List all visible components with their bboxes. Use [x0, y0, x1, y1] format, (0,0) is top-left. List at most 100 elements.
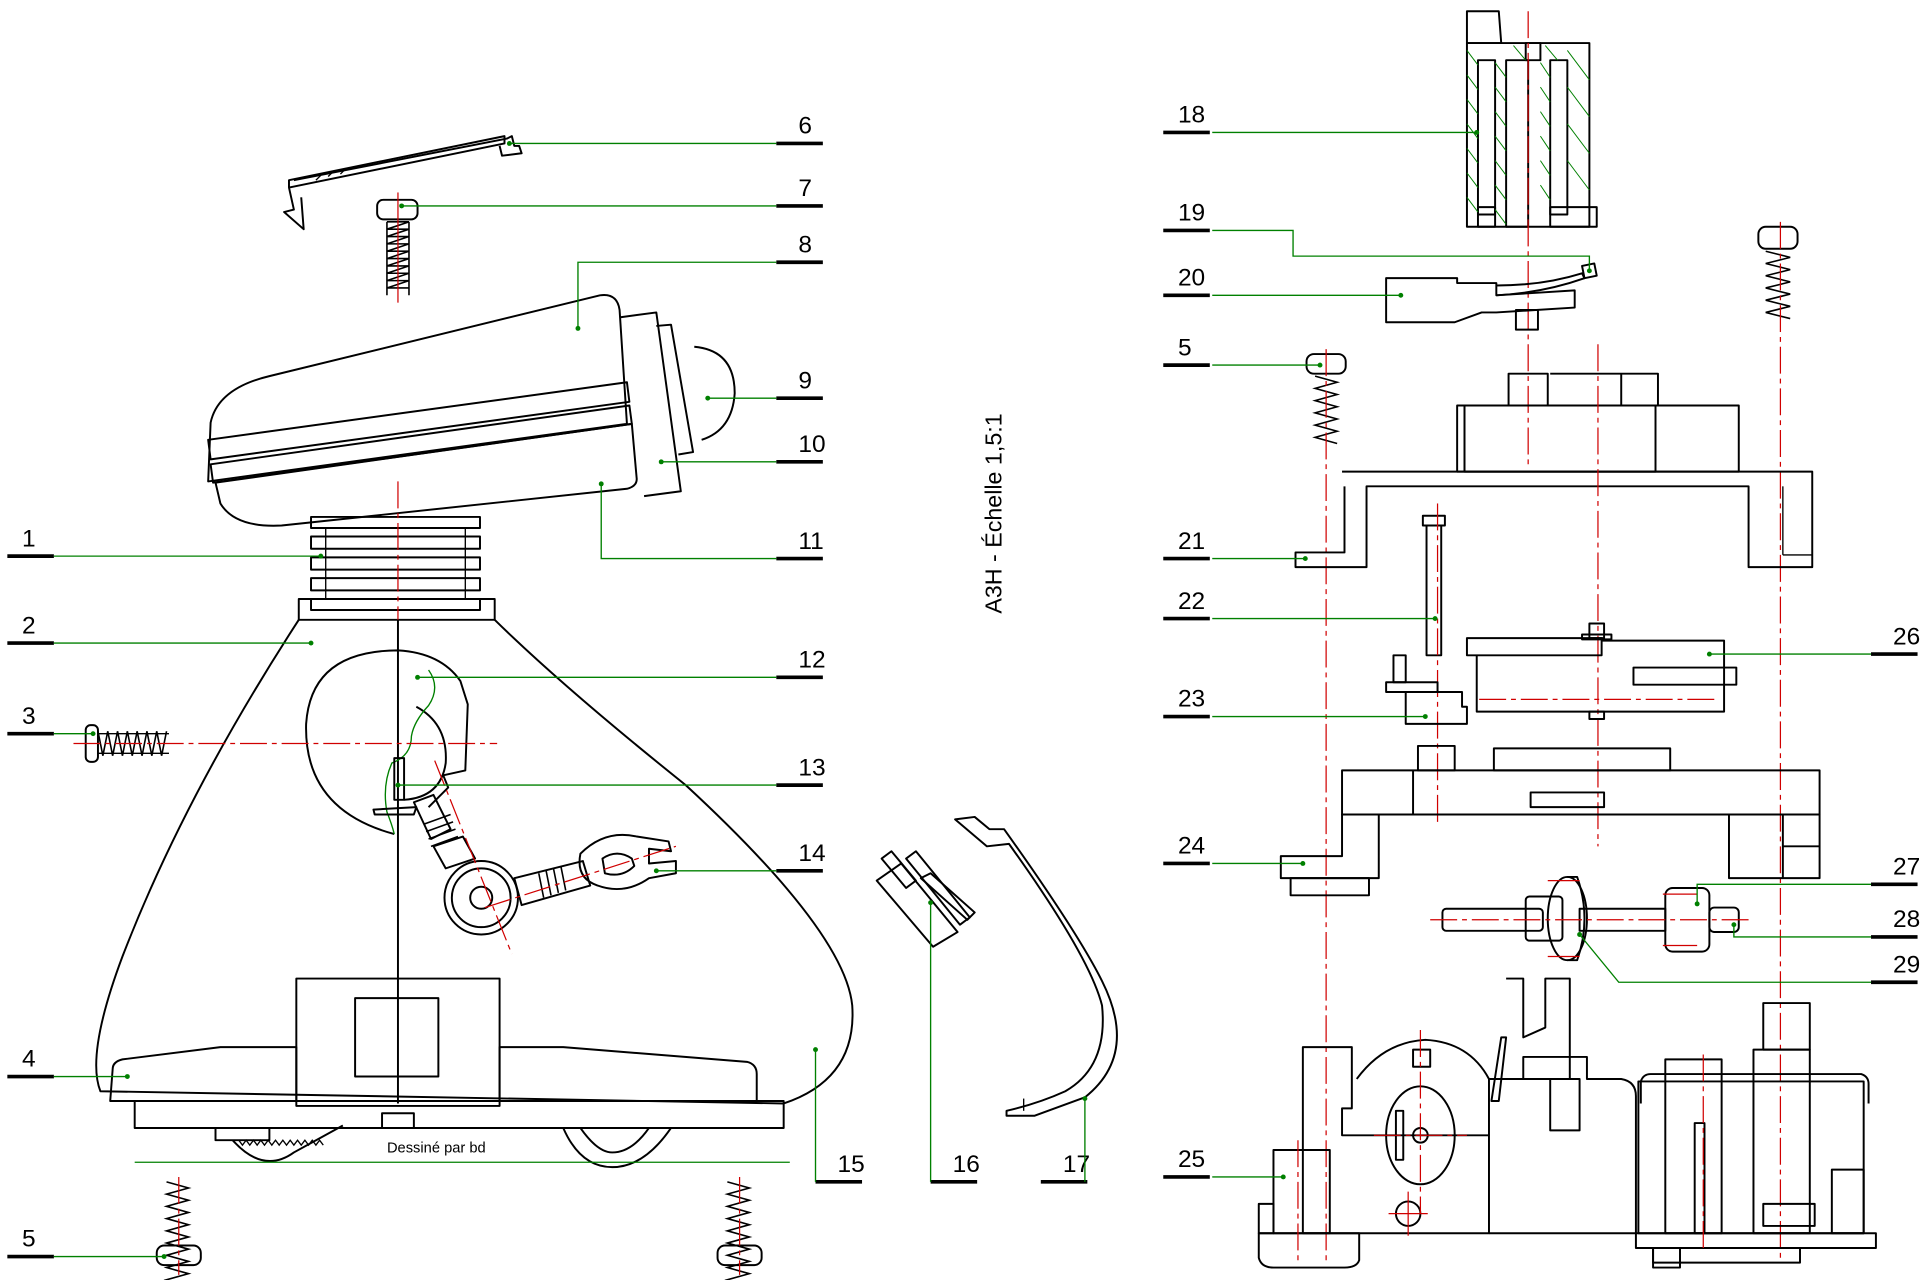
leader-dot	[399, 203, 405, 209]
leader-dot	[1302, 556, 1308, 562]
callout-number: 6	[798, 113, 812, 140]
callout-8: 8	[575, 231, 823, 331]
leader-dot	[1731, 922, 1737, 928]
leader-dot	[928, 900, 934, 906]
callout-number: 20	[1178, 265, 1205, 292]
leader-line	[600, 483, 777, 560]
callout-number: 5	[22, 1226, 36, 1253]
callout-7: 7	[399, 175, 823, 209]
leader-dot	[1398, 292, 1404, 298]
callout-22: 22	[1163, 588, 1438, 622]
callout-2: 2	[7, 612, 314, 646]
callout-9: 9	[705, 367, 823, 401]
head-assembly	[207, 294, 736, 527]
callout-number: 21	[1178, 528, 1205, 555]
callout-number: 24	[1178, 833, 1205, 860]
callout-16: 16	[928, 900, 980, 1184]
callout-number: 22	[1178, 588, 1205, 615]
leader-dot	[1577, 932, 1583, 937]
leader-dot	[415, 674, 420, 680]
leader-dot	[124, 1074, 130, 1079]
part-26-gear-housing	[1465, 622, 1738, 720]
part-20-lever	[1385, 262, 1598, 331]
callout-number: 9	[798, 367, 812, 394]
callout-3: 3	[7, 703, 96, 737]
callout-19: 19	[1163, 200, 1592, 274]
leader-dot	[506, 141, 512, 146]
part-5-screw-right-assembly	[1305, 349, 1347, 1263]
callout-25: 25	[1163, 1146, 1286, 1180]
leader-dot	[1082, 1096, 1088, 1102]
callout-number: 2	[22, 612, 36, 639]
callout-number: 18	[1178, 102, 1205, 129]
author-note: Dessiné par bd	[387, 1140, 486, 1156]
callout-5b: 5	[1163, 334, 1323, 368]
callout-number: 28	[1893, 906, 1920, 933]
callout-26: 26	[1706, 623, 1920, 657]
callout-23: 23	[1163, 686, 1428, 719]
part-23-bracket	[1385, 654, 1468, 725]
hatching	[1466, 45, 1590, 225]
callout-number: 5	[1178, 334, 1192, 361]
leader-dot	[90, 731, 96, 737]
part-19-spring-tip	[1581, 262, 1598, 280]
leader-dot	[1422, 714, 1428, 719]
leader-dot	[1706, 651, 1712, 657]
callout-12: 12	[415, 647, 826, 680]
part-1-neck-rings	[297, 515, 496, 621]
part-17-curved-spring	[954, 815, 1118, 1117]
part-18-cylinder-section	[1465, 10, 1598, 228]
drawing-title: A3H - Échelle 1,5:1	[981, 413, 1007, 613]
leader-dot	[1586, 268, 1592, 274]
callout-number: 29	[1893, 951, 1920, 978]
callout-number: 4	[22, 1046, 36, 1073]
callout-number: 17	[1063, 1151, 1090, 1178]
callout-27: 27	[1694, 853, 1920, 907]
right-exploded-view	[1257, 10, 1877, 1269]
leader-line	[1733, 924, 1872, 938]
callout-number: 19	[1178, 200, 1205, 227]
callout-number: 11	[798, 528, 823, 555]
part-14-arm	[412, 760, 677, 955]
callout-1: 1	[7, 525, 324, 559]
part-7-screw	[376, 192, 419, 303]
part-21-upper-frame	[1294, 372, 1814, 569]
callout-6: 6	[506, 113, 823, 146]
callout-number: 1	[22, 525, 36, 552]
leader-line	[1696, 883, 1872, 904]
callout-14: 14	[653, 840, 826, 874]
callout-number: 3	[22, 703, 36, 730]
part-4-base-plate	[109, 977, 790, 1169]
part-5-bottom-screw-left	[155, 1176, 202, 1280]
callout-number: 27	[1893, 853, 1920, 880]
callout-20: 20	[1163, 265, 1404, 298]
part-10-lens-ring	[619, 311, 682, 498]
leader-dot	[1280, 1174, 1286, 1180]
callout-28: 28	[1731, 906, 1920, 939]
leader-dot	[318, 553, 324, 559]
callout-number: 13	[798, 754, 825, 781]
callout-number: 15	[838, 1151, 865, 1178]
leader-dot	[1474, 130, 1480, 135]
part-6-cover-clip	[283, 135, 523, 231]
leader-dot	[705, 395, 711, 401]
callout-number: 12	[798, 647, 825, 674]
leader-line	[577, 261, 777, 329]
callout-number: 10	[798, 431, 825, 458]
leader-dot	[1432, 616, 1438, 622]
callout-number: 16	[953, 1151, 980, 1178]
callout-13: 13	[395, 754, 826, 788]
leader-dot	[598, 481, 604, 487]
part-24-lower-frame	[1279, 744, 1821, 897]
part-25-base-housing	[1257, 977, 1877, 1269]
callout-number: 7	[798, 175, 812, 202]
callout-17: 17	[1040, 1096, 1090, 1184]
part-13-pin	[372, 757, 418, 816]
part-5-bottom-screw-right	[716, 1176, 763, 1280]
leader-dot	[395, 782, 401, 788]
leader-dot	[653, 868, 659, 874]
callout-number: 14	[798, 840, 825, 867]
leader-dot	[1317, 362, 1323, 368]
